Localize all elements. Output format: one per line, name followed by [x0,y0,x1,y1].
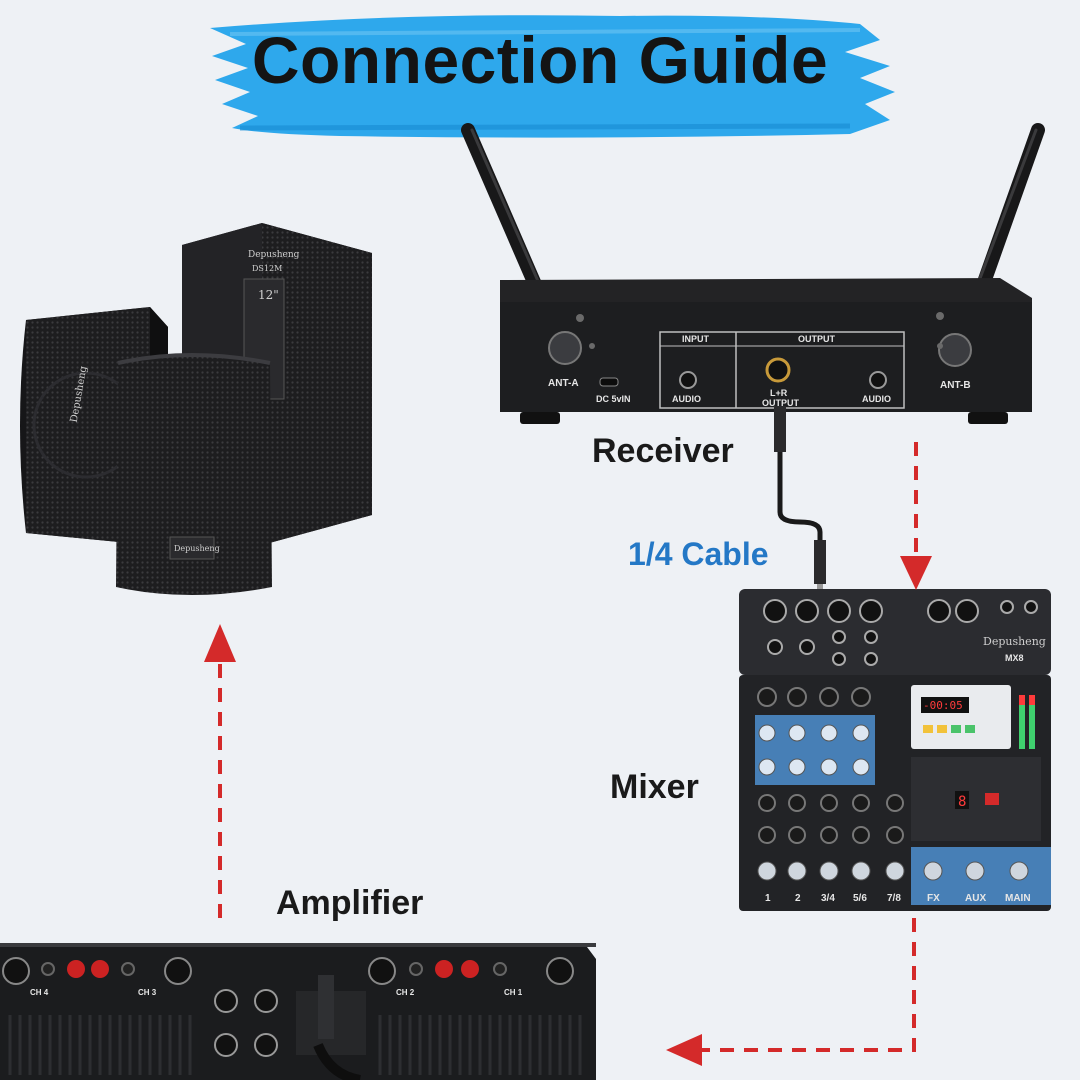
dc-port [599,377,619,387]
mixer-model-text: MX8 [1005,653,1024,663]
ant-b-connector [938,333,972,367]
mixer-bus-aux: AUX [965,893,986,904]
amp-ch4-label: CH 4 [30,988,49,997]
lr-output-label-line1: L+R [770,388,788,398]
mixer-channel-2: 2 [795,893,801,904]
ant-a-label: ANT-A [548,378,579,389]
svg-text:8: 8 [958,794,966,810]
small-speaker-brand-text: Depusheng [174,544,220,553]
input-label: INPUT [682,334,710,344]
mixer-channel-5-6: 5/6 [853,893,867,904]
speaker-model-text: DS12M [252,264,282,273]
mixer-channel-7-8: 7/8 [887,893,901,904]
mixer-mp3-panel [911,685,1011,749]
amplifier-label: Amplifier [276,884,424,922]
quarter-inch-cable [774,406,826,598]
dc-label: DC 5vIN [596,394,631,404]
amp-ch1-label: CH 1 [504,988,523,997]
mixer-bus-fx: FX [927,893,940,904]
mixer-input-jacks [763,599,1038,666]
mixer-channel-1: 1 [765,893,771,904]
amplifier-binding-posts [41,960,507,978]
input-audio-label: AUDIO [672,394,701,404]
lr-output-label-line2: OUTPUT [762,398,800,408]
mixer-label: Mixer [610,768,699,806]
small-speaker: Depusheng [116,353,272,595]
amplifier-xlr-inputs [214,989,278,1057]
ant-b-label: ANT-B [940,380,971,391]
arrowhead-speakers [204,624,236,662]
amp-ch2-label: CH 2 [396,988,415,997]
output-label: OUTPUT [798,334,836,344]
cable-label: 1/4 Cable [628,536,769,572]
arrow-mixer-to-amplifier [700,918,916,1052]
amplifier-speakon-jacks [2,957,574,985]
mixer-brand-text: Depusheng [983,635,1046,648]
mixer-display [921,697,969,713]
lr-output-jack [765,357,791,383]
mixer-eq-section [755,715,875,785]
speaker-group: Depusheng DS12M 12" Depusheng Depusheng [20,223,372,595]
mixer-channel-3-4: 3/4 [821,893,835,904]
page-title: Connection Guide [251,23,829,97]
speaker-brand-text: Depusheng [248,250,300,260]
output-audio-jack [869,371,887,389]
mixer-knobs [757,687,905,881]
title-brush-stroke [210,15,895,138]
receiver-label: Receiver [592,432,734,470]
amplifier-unit: CH 4 CH 3 CH 2 CH 1 [0,943,596,1080]
amplifier-heatsink-vents [8,1015,582,1075]
amp-ch3-label: CH 3 [138,988,157,997]
mixer-display-text: -00:05 [923,699,963,712]
arrowhead-amplifier [666,1034,702,1066]
receiver-unit: ANT-A ANT-B INPUT OUTPUT DC 5vIN AUDIO L… [461,123,1045,424]
speaker-size-text: 12" [258,288,279,302]
ant-a-connector [548,331,582,365]
mixer-bus-main: MAIN [1005,893,1031,904]
input-audio-jack [679,371,697,389]
output-audio-label: AUDIO [862,394,891,404]
mixer-unit: Depusheng MX8 -00:05 [739,589,1051,911]
